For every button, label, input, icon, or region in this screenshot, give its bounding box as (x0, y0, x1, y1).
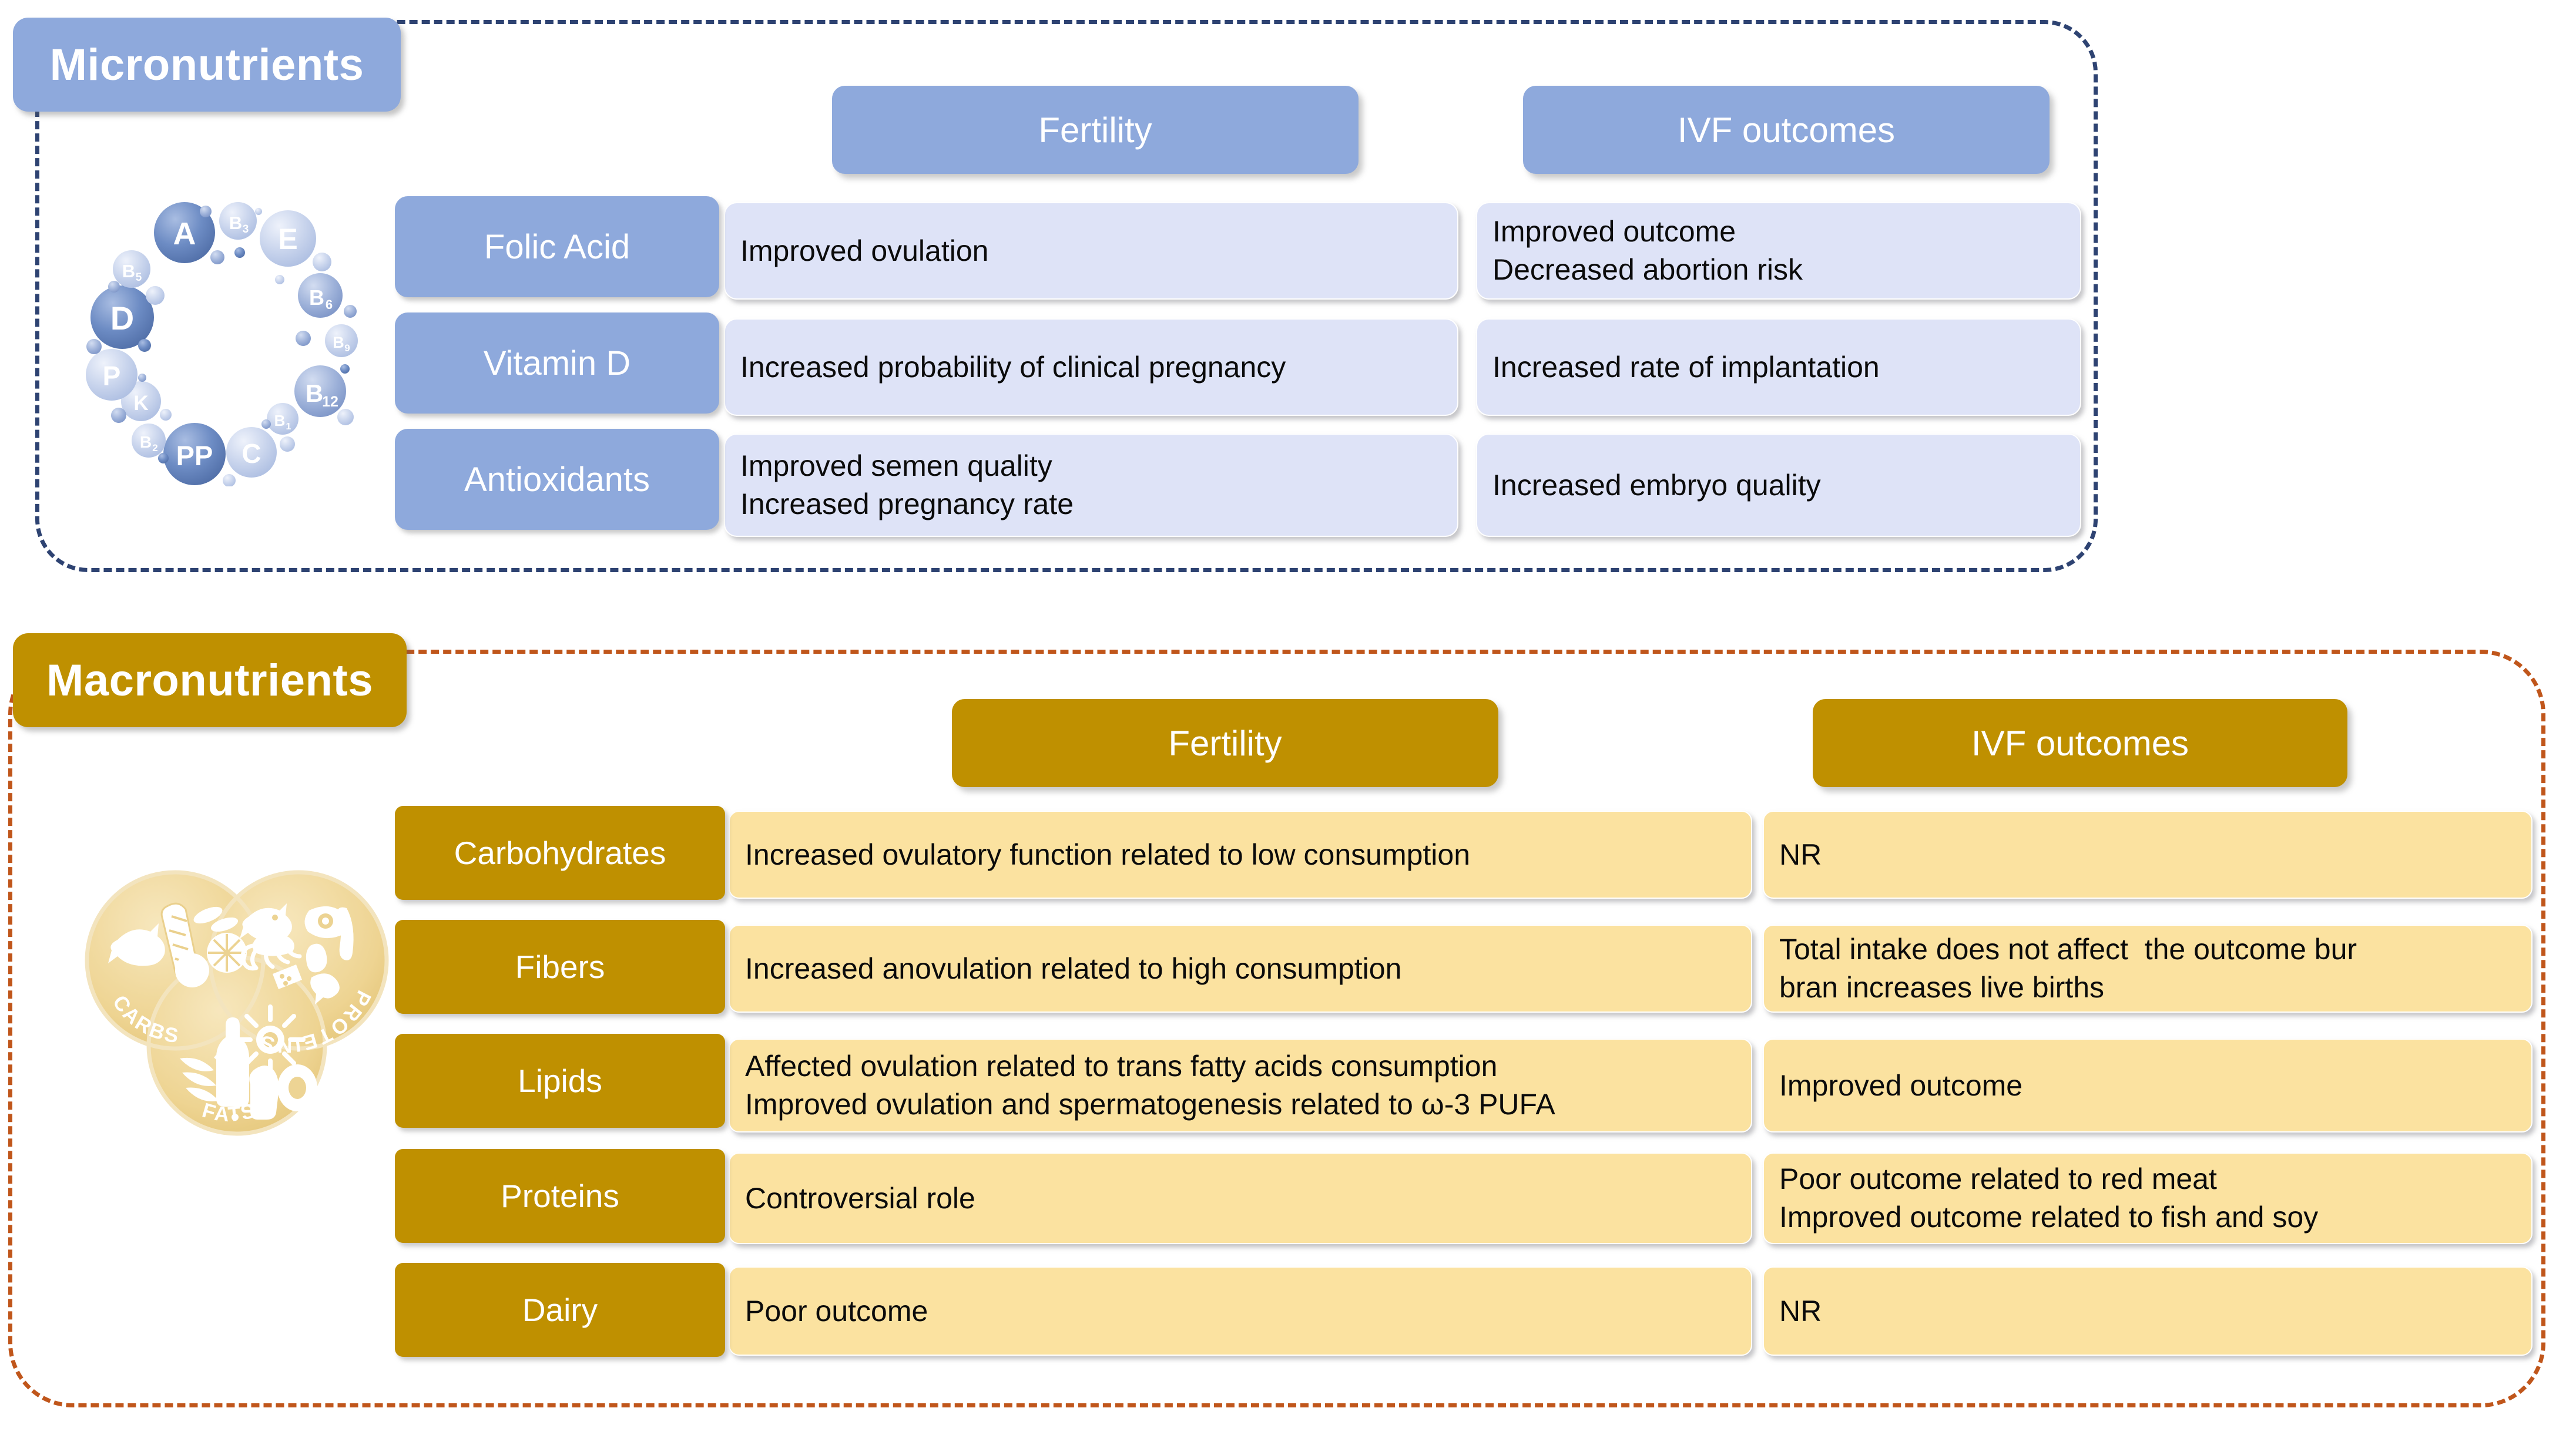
cell-fibers-ivf: Total intake does not affect the outcome… (1763, 925, 2533, 1013)
row-label-proteins: Proteins (395, 1149, 725, 1243)
cell-lipids-fertility: Affected ovulation related to trans fatt… (729, 1039, 1752, 1133)
cell-text-line: Improved ovulation and spermatogenesis r… (745, 1088, 1555, 1121)
cell-lipids-ivf: Improved outcome (1763, 1039, 2533, 1133)
cell-text-line: Increased probability of clinical pregna… (740, 350, 1286, 384)
micronutrients-panel (35, 20, 2098, 572)
cell-text-line: Decreased abortion risk (1492, 253, 1803, 286)
cell-text-line: Total intake does not affect the outcome… (1779, 933, 2357, 966)
row-label-dairy: Dairy (395, 1263, 725, 1357)
svg-text:C: C (242, 438, 261, 469)
cell-folic-acid-fertility: Improved ovulation (724, 202, 1458, 300)
svg-text:5: 5 (136, 271, 142, 284)
cell-text-line: NR (1779, 838, 1822, 871)
column-header-fertility-micro: Fertility (832, 86, 1359, 174)
svg-text:6: 6 (326, 297, 333, 312)
svg-text:B: B (229, 213, 242, 233)
cell-text-line: NR (1779, 1294, 1822, 1328)
cell-text-line: Improved semen quality (740, 449, 1052, 482)
row-label-lipids: Lipids (395, 1034, 725, 1128)
cell-text-line: Improved outcome (1779, 1068, 2023, 1102)
svg-text:B: B (140, 433, 152, 451)
cell-vitamin-d-ivf: Increased rate of implantation (1476, 318, 2081, 416)
macronutrients-panel (8, 650, 2545, 1407)
food-circle-label: FATS (200, 1098, 259, 1126)
food-groups-icon: CARBS PROTEINS FATS (81, 852, 393, 1145)
cell-vitamin-d-fertility: Increased probability of clinical pregna… (724, 318, 1458, 416)
cell-text-line: Increased anovulation related to high co… (745, 952, 1402, 985)
row-label-vitamin-d: Vitamin D (395, 312, 719, 414)
cell-carbohydrates-fertility: Increased ovulatory function related to … (729, 811, 1752, 899)
cell-text-line: Controversial role (745, 1181, 975, 1215)
column-header-fertility-macro: Fertility (952, 699, 1498, 787)
cell-text-line: Increased pregnancy rate (740, 488, 1074, 520)
svg-text:B: B (306, 379, 323, 407)
svg-text:A: A (173, 216, 196, 251)
cell-proteins-ivf: Poor outcome related to red meat Improve… (1763, 1152, 2533, 1244)
svg-text:3: 3 (243, 223, 249, 236)
svg-text:K: K (133, 392, 148, 415)
svg-text:B: B (274, 412, 286, 429)
svg-text:12: 12 (322, 394, 338, 410)
cell-text-line: Increased rate of implantation (1492, 350, 1880, 384)
cell-text-line: Affected ovulation related to trans fatt… (745, 1050, 1498, 1083)
cell-text-line: Poor outcome related to red meat (1779, 1162, 2217, 1195)
row-label-folic-acid: Folic Acid (395, 196, 719, 297)
cell-text-line: Improved ovulation (740, 234, 989, 267)
svg-text:D: D (110, 300, 134, 337)
svg-text:B: B (309, 285, 324, 310)
column-header-ivf-micro: IVF outcomes (1523, 86, 2050, 174)
section-badge-macronutrients: Macronutrients (13, 633, 407, 727)
cell-folic-acid-ivf: Improved outcome Decreased abortion risk (1476, 202, 2081, 300)
cell-text-line: Improved outcome (1492, 215, 1736, 248)
cell-carbohydrates-ivf: NR (1763, 811, 2533, 899)
cell-dairy-fertility: Poor outcome (729, 1266, 1752, 1356)
cell-dairy-ivf: NR (1763, 1266, 2533, 1356)
svg-text:P: P (103, 361, 121, 391)
cell-proteins-fertility: Controversial role (729, 1152, 1752, 1244)
column-header-ivf-macro: IVF outcomes (1813, 699, 2347, 787)
svg-text:B: B (122, 261, 135, 281)
svg-text:B: B (333, 334, 344, 351)
section-badge-micronutrients: Micronutrients (13, 18, 401, 112)
svg-text:9: 9 (344, 342, 350, 354)
svg-text:2: 2 (152, 442, 157, 453)
cell-antioxidants-ivf: Increased embryo quality (1476, 434, 2081, 537)
svg-text:1: 1 (286, 422, 291, 432)
cell-fibers-fertility: Increased anovulation related to high co… (729, 925, 1752, 1013)
svg-text:E: E (278, 223, 297, 256)
cell-text-line: Poor outcome (745, 1294, 928, 1328)
row-label-carbohydrates: Carbohydrates (395, 806, 725, 900)
svg-text:PP: PP (176, 440, 213, 471)
cell-text-line: Improved outcome related to fish and soy (1779, 1201, 2319, 1234)
cell-text-line: bran increases live births (1779, 971, 2105, 1004)
row-label-antioxidants: Antioxidants (395, 429, 719, 530)
cell-text-line: Increased ovulatory function related to … (745, 838, 1471, 871)
cell-text-line: Increased embryo quality (1492, 468, 1821, 502)
row-label-fibers: Fibers (395, 920, 725, 1014)
cell-antioxidants-fertility: Improved semen quality Increased pregnan… (724, 434, 1458, 537)
